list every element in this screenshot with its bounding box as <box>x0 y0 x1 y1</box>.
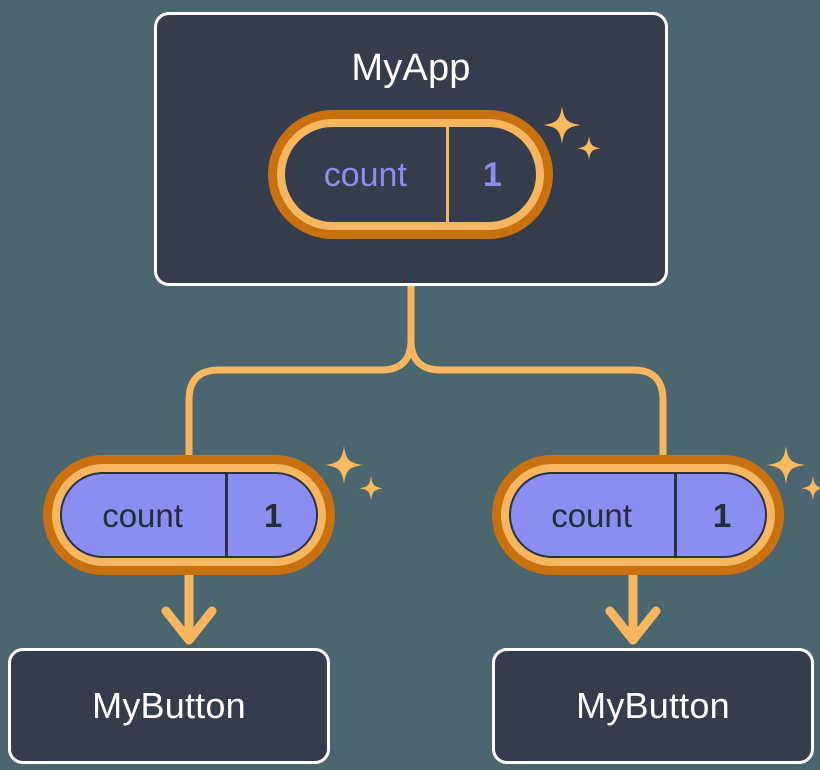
state-pill-inner: count 1 <box>285 127 536 222</box>
state-value-label: 1 <box>445 127 536 222</box>
state-key-label: count <box>102 496 183 534</box>
state-pill-inner: count 1 <box>509 472 767 558</box>
state-pill-child-left[interactable]: count 1 <box>43 455 335 575</box>
connector-parent-to-left <box>185 282 415 459</box>
state-value-label: 1 <box>225 472 318 558</box>
component-card-mybutton-left[interactable]: MyButton <box>8 648 330 764</box>
component-title-mybutton: MyButton <box>92 685 246 726</box>
state-pill-myapp[interactable]: count 1 <box>268 110 553 239</box>
component-card-mybutton-right[interactable]: MyButton <box>492 648 814 764</box>
state-pill-inner: count 1 <box>60 472 318 558</box>
arrow-head-right <box>605 606 661 645</box>
state-pill-child-right[interactable]: count 1 <box>492 455 784 575</box>
component-title-mybutton: MyButton <box>576 685 730 726</box>
state-value-label: 1 <box>674 472 767 558</box>
component-title-myapp: MyApp <box>351 47 471 89</box>
state-key-label: count <box>323 155 407 194</box>
connector-parent-to-right <box>407 282 667 459</box>
state-key-label: count <box>551 496 632 534</box>
arrow-head-left <box>161 606 217 645</box>
